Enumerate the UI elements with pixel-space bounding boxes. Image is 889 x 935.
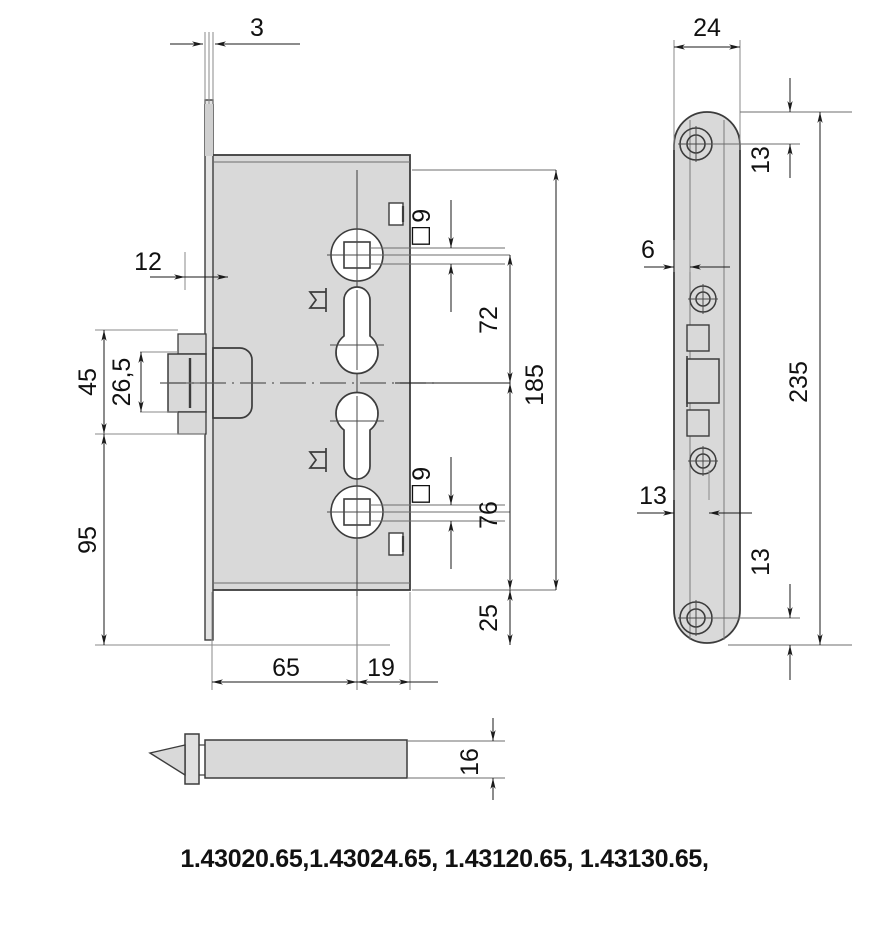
dimension-72: 72 xyxy=(370,254,513,384)
bracket-symbol-upper xyxy=(308,288,327,312)
dim-label-26-5: 26,5 xyxy=(108,358,136,407)
forend-screw-hole-lower xyxy=(688,446,718,476)
front-view: 3 12 45 26,5 xyxy=(74,14,559,690)
fixing-lug-lower xyxy=(388,532,405,556)
plan-case xyxy=(148,733,408,785)
dim-label-19: 19 xyxy=(367,654,395,682)
cutout-square-bottom xyxy=(686,409,710,437)
dimension-95: 95 xyxy=(74,433,390,646)
dim-label-24: 24 xyxy=(693,14,721,42)
dimension-13-bottom: 13 xyxy=(712,548,830,680)
fixing-lug-upper xyxy=(388,202,405,226)
dim-label-235: 235 xyxy=(785,361,813,403)
dim-label-square-9-upper: ☐9 xyxy=(408,209,436,247)
dim-label-72: 72 xyxy=(475,306,503,334)
dim-label-25: 25 xyxy=(475,604,503,632)
dimension-bottom-group: 65 19 xyxy=(211,592,438,690)
cutout-square-top xyxy=(686,324,710,352)
sq-symbol-upper: ☐ xyxy=(408,225,436,247)
dimension-16: 16 xyxy=(407,718,505,800)
dim-label-faceplate-thickness: 3 xyxy=(250,14,264,42)
dimension-185: 185 xyxy=(412,169,559,591)
dimension-13-top: 13 xyxy=(712,78,830,178)
dim-label-95: 95 xyxy=(74,526,102,554)
plan-latch-bevel xyxy=(148,744,186,777)
dim-label-65: 65 xyxy=(272,654,300,682)
dim-label-13-top: 13 xyxy=(747,146,775,174)
fixing-lug-upper-rect xyxy=(388,202,404,226)
dim-label-13-bottom: 13 xyxy=(747,548,775,576)
dimension-235: 235 xyxy=(785,111,852,646)
dim-label-185: 185 xyxy=(521,364,549,406)
top-view: 16 xyxy=(148,718,505,800)
latch-shoulder-bottom xyxy=(177,411,207,435)
dimension-76: 76 xyxy=(370,383,513,590)
dimension-13-middle: 13 xyxy=(637,470,752,516)
bracket-symbol-lower xyxy=(308,448,327,472)
plan-faceplate-edge xyxy=(184,733,200,785)
dim-label-12: 12 xyxy=(134,248,162,276)
dim-label-square-9-lower: ☐9 xyxy=(408,467,436,505)
dimension-25: 25 xyxy=(475,590,513,645)
dimension-6: 6 xyxy=(641,236,730,272)
fixing-lug-lower-rect xyxy=(388,532,404,556)
dim-label-45: 45 xyxy=(74,368,102,396)
plan-case-body xyxy=(204,739,408,779)
part-numbers-caption: 1.43020.65,1.43024.65, 1.43120.65, 1.431… xyxy=(180,845,709,873)
dim-label-76: 76 xyxy=(475,501,503,529)
dimension-square-9-upper: ☐9 xyxy=(370,200,505,312)
bracket-glyph-lower xyxy=(308,451,326,469)
latch-shoulder-top xyxy=(177,333,207,355)
lower-cylinder-keyhole xyxy=(330,391,384,480)
cutout-latch-rect xyxy=(686,358,720,404)
side-view: 24 13 6 xyxy=(637,14,852,680)
forend-screw-hole-middle xyxy=(688,284,718,314)
bracket-glyph-upper xyxy=(308,291,326,309)
dim-label-16: 16 xyxy=(456,748,484,776)
dimension-12: 12 xyxy=(134,248,228,290)
forend-cutouts xyxy=(686,324,720,437)
dim-label-6: 6 xyxy=(641,236,655,264)
dimension-26-5: 26,5 xyxy=(108,351,178,413)
upper-cylinder-keyhole xyxy=(330,286,384,375)
faceplate-upper-shade xyxy=(205,104,213,156)
dim-label-13-middle: 13 xyxy=(639,482,667,510)
dimension-24: 24 xyxy=(673,14,741,150)
dimension-square-9-lower: ☐9 xyxy=(370,457,505,569)
sq-symbol-lower: ☐ xyxy=(408,483,436,505)
dimension-faceplate-thickness: 3 xyxy=(170,14,300,47)
